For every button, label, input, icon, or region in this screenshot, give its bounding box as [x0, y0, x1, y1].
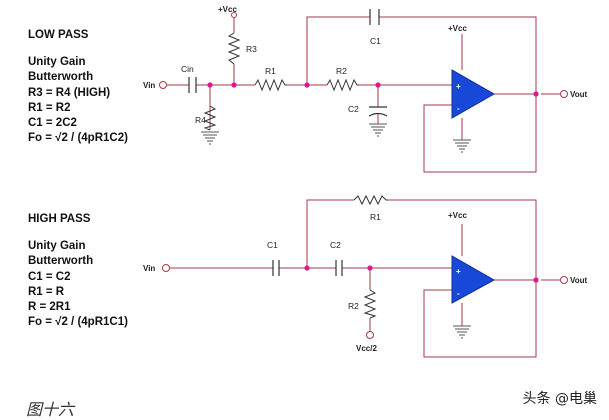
high-pass-line: Butterworth	[28, 255, 94, 268]
vout-label: Vout	[570, 276, 588, 285]
vin-label: Vin	[143, 264, 155, 273]
low-pass-line: Fo = √2 / (4pR1C2)	[28, 132, 128, 145]
vout-label: Vout	[570, 90, 588, 99]
ground-icon	[453, 139, 471, 153]
low-pass-heading: LOW PASS	[28, 29, 89, 41]
output-terminal	[560, 90, 568, 98]
opamp-pin-label: -	[457, 104, 460, 113]
high-pass-line: C1 = C2	[28, 270, 71, 283]
low-pass-line: R1 = R2	[28, 101, 71, 114]
ground-icon	[369, 123, 387, 137]
r1-label: R1	[265, 66, 276, 76]
high-pass-line: Unity Gain	[28, 240, 86, 253]
resistor-r3	[227, 32, 241, 65]
r2-label: R2	[336, 66, 347, 76]
low-pass-line: Unity Gain	[28, 56, 86, 69]
high-pass-line: R = 2R1	[28, 300, 71, 313]
high-pass-line: Fo = √2 / (4pR1C1)	[28, 316, 128, 329]
figure-caption: 图十六	[26, 402, 75, 419]
vin-label: Vin	[143, 81, 155, 90]
opamp-vcc-label: +Vcc	[448, 211, 467, 220]
junction-node	[207, 82, 213, 88]
c2-label: C2	[330, 240, 341, 250]
r4-label: R4	[195, 115, 206, 125]
high-pass-spec: HIGH PASS Unity Gain Butterworth C1 = C2…	[28, 212, 128, 330]
low-pass-line: R3 = R4 (HIGH)	[28, 86, 111, 99]
low-pass-line: Butterworth	[28, 71, 94, 84]
junction-node	[304, 82, 310, 88]
wire	[306, 199, 537, 280]
junction-nodes	[304, 265, 539, 283]
junction-node	[375, 82, 381, 88]
ground-icon	[453, 325, 471, 339]
vcc-half-label: Vcc/2	[356, 344, 377, 353]
ground-icon	[201, 131, 219, 145]
c2-label: C2	[348, 104, 359, 114]
junction-nodes	[207, 82, 539, 97]
opamp-icon	[451, 69, 496, 119]
wire	[423, 279, 566, 358]
r2-label: R2	[348, 301, 359, 311]
opamp-pin-label: -	[457, 289, 460, 298]
opamp-vcc-label: +Vcc	[448, 24, 467, 33]
wire	[209, 34, 566, 140]
high-pass-line: R1 = R	[28, 285, 65, 298]
resistor-r2	[363, 289, 377, 319]
resistor-r2	[326, 78, 359, 92]
r3-label: R3	[246, 44, 257, 54]
vcc-label: +Vcc	[218, 5, 237, 14]
capacitor-plate	[368, 112, 388, 117]
opamp-icon	[451, 255, 496, 304]
c1-label: C1	[267, 240, 278, 250]
supply-terminal	[231, 12, 237, 18]
wire	[306, 16, 537, 94]
watermark: 头条 @电巢	[522, 391, 597, 407]
low-pass-spec: LOW PASS Unity Gain Butterworth R3 = R4 …	[28, 28, 128, 146]
wire	[377, 85, 537, 173]
resistor-r1	[353, 194, 388, 206]
r1-label: R1	[370, 212, 381, 222]
opamp-pin-label: +	[456, 82, 461, 91]
input-terminal	[162, 264, 170, 272]
junction-node	[533, 277, 539, 283]
resistor-r1	[254, 78, 287, 92]
low-pass-line: C1 = 2C2	[28, 116, 77, 129]
high-pass-heading: HIGH PASS	[28, 213, 91, 225]
bias-terminal	[366, 331, 374, 339]
junction-node	[304, 265, 310, 271]
output-terminal	[560, 276, 568, 284]
junction-node	[367, 265, 373, 271]
low-pass-circuit: + - +Vcc R3 C1 +Vcc Vin Cin R1 R2 C2	[143, 5, 588, 173]
junction-node	[231, 82, 237, 88]
c1-label: C1	[370, 36, 381, 46]
cin-label: Cin	[181, 64, 194, 74]
high-pass-circuit: + - R1 +Vcc C1 C2 Vin R2 Vcc/2 Vout	[143, 194, 588, 358]
resistor-r4	[203, 105, 217, 131]
junction-node	[533, 91, 539, 97]
opamp-pin-label: +	[456, 267, 461, 276]
input-terminal	[159, 81, 167, 89]
